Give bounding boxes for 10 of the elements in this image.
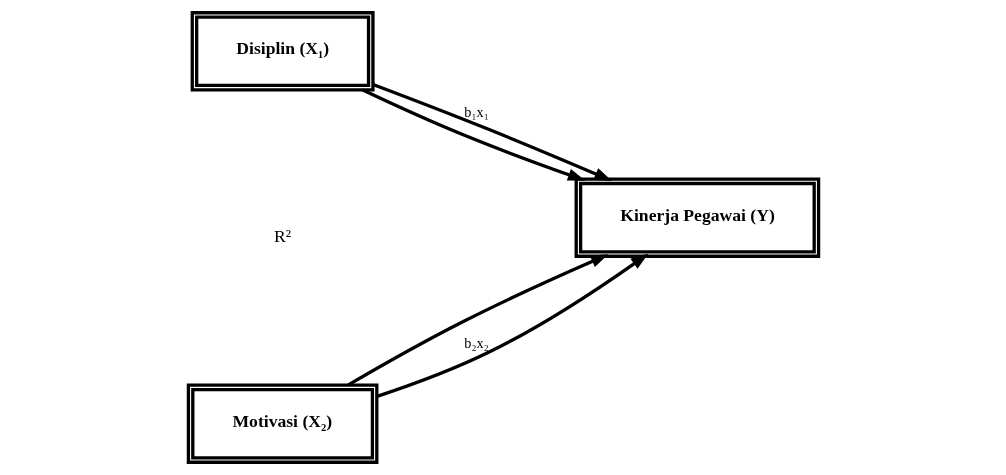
arrow	[361, 88, 586, 181]
arrow	[347, 254, 609, 387]
arrow	[376, 253, 648, 398]
edge-label: b₂x₂	[463, 335, 489, 352]
label: R²	[273, 225, 291, 246]
node-box: Kinerja Pegawai (Y)	[574, 177, 820, 258]
edge-label: b₁x₁	[463, 103, 489, 120]
node-box: Disiplin (X₁)	[190, 11, 375, 92]
arrow	[371, 82, 612, 181]
node-box: Motivasi (X₂)	[186, 383, 378, 464]
